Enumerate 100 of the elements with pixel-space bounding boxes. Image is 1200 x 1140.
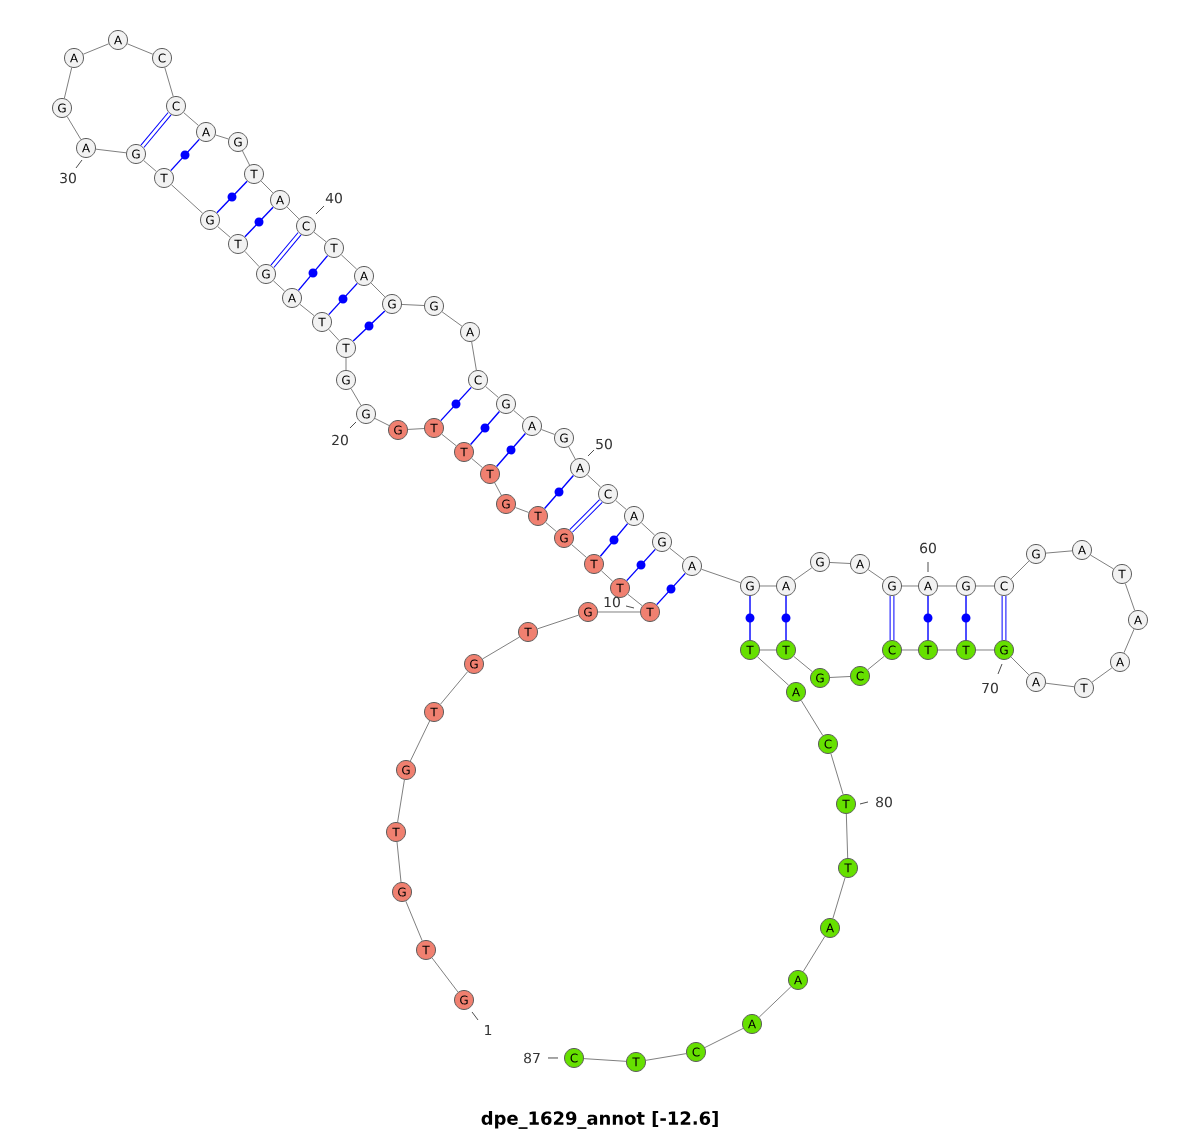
backbone-line bbox=[901, 585, 919, 587]
backbone-line bbox=[471, 457, 483, 469]
backbone-line bbox=[758, 986, 792, 1018]
base-pair-line bbox=[626, 548, 656, 582]
backbone-line bbox=[600, 570, 614, 582]
backbone-line bbox=[975, 585, 995, 587]
backbone-line bbox=[759, 585, 777, 587]
backbone-line bbox=[627, 593, 643, 607]
backbone-line bbox=[215, 134, 229, 140]
base-pair-line bbox=[781, 595, 791, 641]
backbone-line bbox=[937, 649, 957, 651]
backbone-line bbox=[669, 547, 685, 561]
backbone-line bbox=[802, 936, 826, 972]
backbone-line bbox=[571, 544, 587, 558]
backbone-line bbox=[350, 388, 362, 406]
backbone-line bbox=[63, 67, 73, 99]
base-pair-line bbox=[270, 232, 302, 268]
backbone-line bbox=[397, 779, 405, 823]
base-pair-line bbox=[352, 310, 386, 342]
backbone-line bbox=[441, 433, 457, 447]
base-pair-line bbox=[170, 138, 200, 172]
backbone-line bbox=[407, 428, 425, 430]
backbone-line bbox=[1045, 550, 1073, 554]
backbone-line bbox=[242, 150, 251, 166]
backbone-line bbox=[1010, 656, 1030, 676]
base-pair-line bbox=[889, 596, 895, 640]
backbone-line bbox=[975, 649, 995, 651]
backbone-line bbox=[845, 813, 849, 859]
backbone-line bbox=[513, 409, 525, 421]
backbone-line bbox=[340, 254, 358, 270]
backbone-line bbox=[164, 67, 174, 97]
base-pair-line bbox=[328, 282, 358, 316]
backbone-line bbox=[568, 446, 576, 460]
base-pair-line bbox=[923, 595, 933, 641]
backbone-line bbox=[494, 482, 502, 496]
base-pair-line bbox=[656, 572, 686, 606]
backbone-line bbox=[514, 507, 530, 513]
backbone-line bbox=[95, 148, 127, 154]
backbone-line bbox=[126, 43, 154, 55]
backbone-line bbox=[405, 900, 423, 942]
backbone-line bbox=[645, 1053, 687, 1061]
backbone-line bbox=[328, 328, 340, 342]
backbone-line bbox=[597, 611, 641, 613]
backbone-line bbox=[260, 180, 274, 194]
backbone-line bbox=[82, 43, 110, 55]
backbone-line bbox=[545, 521, 557, 533]
base-pair-line bbox=[599, 522, 629, 557]
backbone-line bbox=[482, 636, 520, 660]
backbone-line bbox=[586, 474, 602, 488]
base-pair-line bbox=[1001, 596, 1007, 640]
backbone-line bbox=[830, 753, 844, 795]
backbone-line bbox=[583, 1058, 627, 1062]
backbone-line bbox=[374, 417, 390, 426]
base-pair-line bbox=[244, 206, 274, 238]
backbone-line bbox=[615, 499, 627, 511]
backbone-line bbox=[793, 567, 813, 581]
backbone-line bbox=[143, 160, 157, 172]
backbone-line bbox=[370, 282, 386, 298]
backbone-line bbox=[867, 655, 885, 671]
title: dpe_1629_annot [-12.6] bbox=[481, 1111, 718, 1129]
backbone-line bbox=[396, 841, 402, 883]
base-pair-line bbox=[569, 499, 603, 533]
backbone-line bbox=[1090, 554, 1114, 570]
backbone-line bbox=[183, 112, 199, 126]
base-pair-line bbox=[495, 432, 527, 468]
backbone-line bbox=[829, 562, 851, 564]
backbone-line bbox=[441, 311, 463, 327]
backbone-line bbox=[431, 957, 459, 993]
backbone-line bbox=[1091, 667, 1113, 683]
backbone-line bbox=[471, 341, 477, 371]
base-pair-line bbox=[440, 386, 472, 422]
backbone-line bbox=[485, 386, 499, 398]
backbone-line bbox=[800, 700, 824, 736]
backbone-line bbox=[537, 614, 580, 630]
backbone-line bbox=[66, 116, 82, 140]
backbone-line bbox=[217, 226, 231, 238]
backbone-line bbox=[401, 303, 425, 306]
base-pair-line bbox=[216, 180, 248, 214]
base-pair-line bbox=[469, 410, 501, 446]
backbone-line bbox=[286, 206, 300, 220]
backbone-line bbox=[409, 720, 431, 762]
backbone-line bbox=[1124, 582, 1136, 612]
base-pair-line bbox=[745, 595, 755, 641]
backbone-line bbox=[1045, 682, 1075, 688]
backbone-line bbox=[313, 231, 327, 243]
backbone-line bbox=[640, 522, 656, 536]
base-pair-line bbox=[140, 112, 172, 148]
base-pair-line bbox=[543, 474, 575, 510]
backbone-line bbox=[439, 671, 469, 705]
backbone-line bbox=[704, 1027, 744, 1048]
backbone-line bbox=[1010, 560, 1030, 580]
backbone-line bbox=[170, 184, 204, 214]
backbone-line bbox=[937, 585, 957, 587]
backbone-line bbox=[759, 649, 777, 651]
backbone-line bbox=[829, 676, 851, 678]
backbone-line bbox=[272, 280, 286, 292]
backbone-line bbox=[345, 357, 347, 371]
backbone-line bbox=[756, 656, 790, 686]
backbone-line bbox=[299, 303, 315, 317]
backbone-line bbox=[244, 250, 260, 268]
